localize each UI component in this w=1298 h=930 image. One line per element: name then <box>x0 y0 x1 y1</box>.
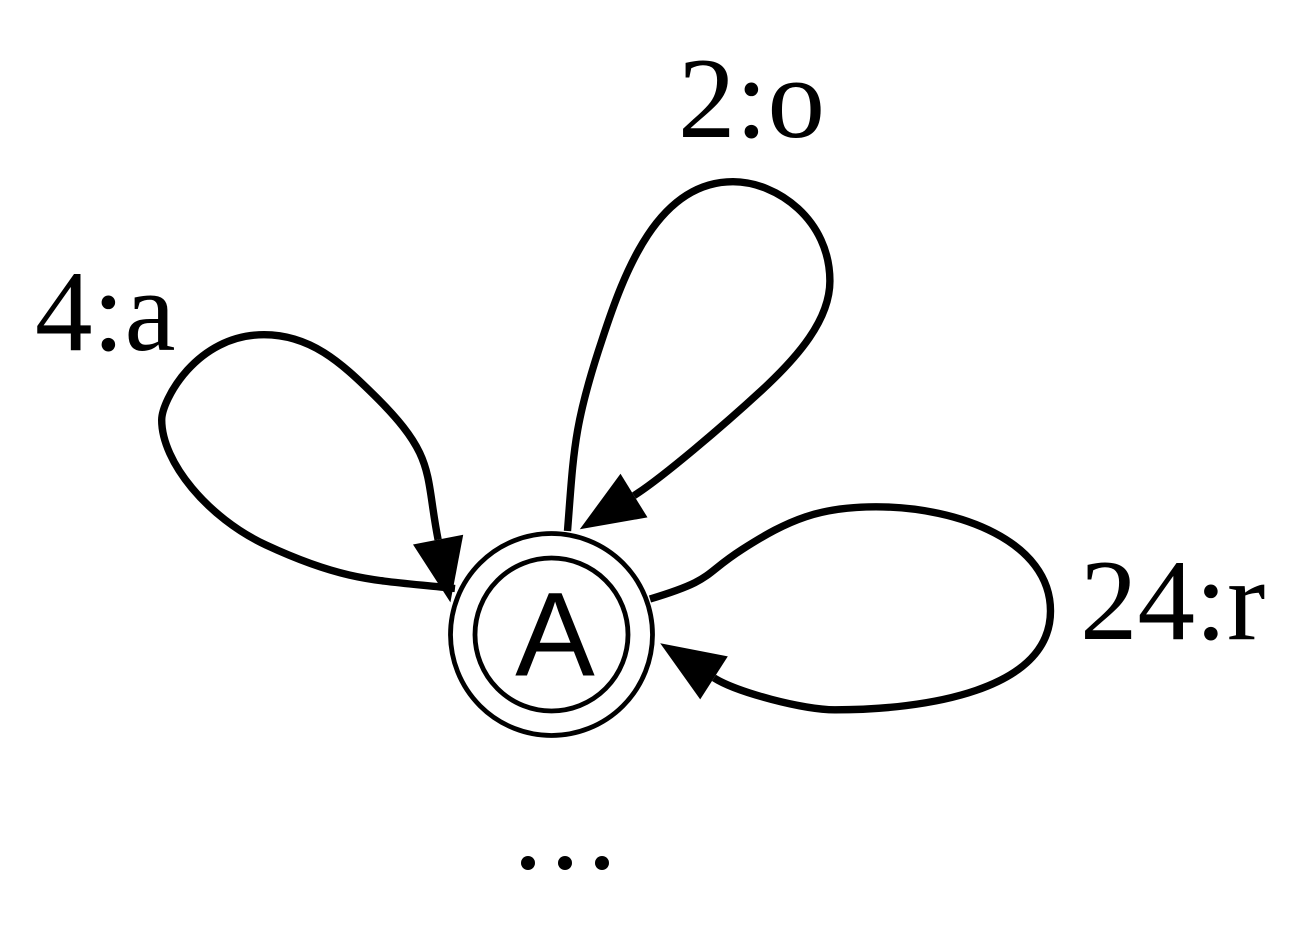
svg-text:A: A <box>515 569 595 702</box>
svg-text:2:o: 2:o <box>678 35 825 162</box>
svg-text:4:a: 4:a <box>35 248 176 375</box>
svg-text:24:r: 24:r <box>1080 537 1265 664</box>
